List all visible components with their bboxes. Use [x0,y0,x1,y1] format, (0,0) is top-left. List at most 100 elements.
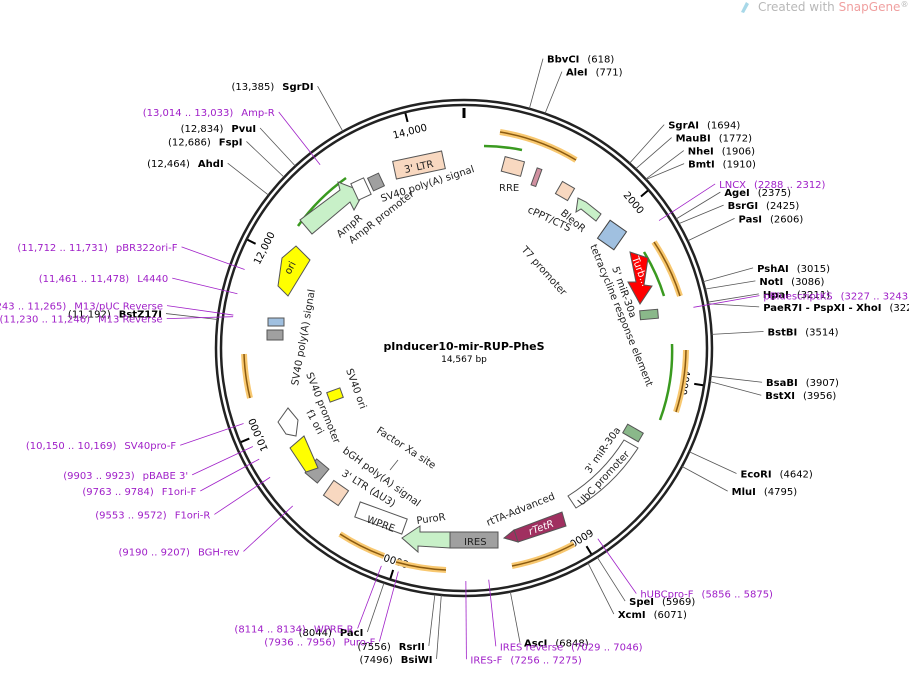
primer-name: IRES reverse [500,642,563,653]
enzyme-leader-line [675,191,721,220]
factor-xa-leader [389,459,399,471]
enzyme-name: NotI [759,277,783,288]
enzyme-site[interactable]: BstXI(3956) [709,381,837,403]
primer-label: (11,243 .. 11,265)M13/pUC Reverse [0,302,163,313]
primer-site[interactable]: (8114 .. 8134)WPRE-R [234,565,382,636]
enzyme-site[interactable]: BsrGI(2425) [678,201,800,225]
enzyme-position: (1694) [707,121,740,132]
enzyme-site[interactable]: PaeR7I - PspXI - XhoI(3226) [707,303,909,314]
enzyme-site[interactable]: (7556)RsrII [358,594,436,653]
enzyme-site[interactable]: AleI(771) [544,68,623,114]
enzyme-site[interactable]: MauBI(1772) [635,134,753,170]
primer-site[interactable]: (9903 .. 9923)pBABE 3' [63,446,254,482]
plasmid-name: pInducer10-mir-RUP-PheS [383,340,544,353]
watermark-mark: ® [900,0,908,9]
tick-label: 2000 [621,190,646,216]
enzyme-site[interactable]: XcmI(6071) [587,562,687,621]
primer-site[interactable]: (7936 .. 7956)Puro-F [264,571,399,649]
enzyme-label: NheI(1906) [688,147,755,158]
primer-name: Puro-F [344,638,376,649]
enzyme-label: MauBI(1772) [676,134,753,145]
primer-site[interactable]: pBluescriptKS(3227 .. 3243) [693,292,909,308]
enzyme-leader-line [689,451,737,474]
primer-site[interactable]: (9190 .. 9207)BGH-rev [119,505,293,558]
orange-arc-bottom-right-inner [511,543,575,567]
enzyme-site[interactable]: PasI (2606) [687,214,804,242]
primer-leader-line [357,565,382,629]
primer-site[interactable]: (11,243 .. 11,265)M13/pUC Reverse [0,302,234,316]
enzyme-position: (8044) [299,628,332,639]
primer-label: (11,712 .. 11,731)pBR322ori-F [17,243,177,254]
enzyme-site[interactable]: SpeI(5969) [596,556,695,608]
orange-arc-right1-inner [653,241,681,297]
primer-range: (13,014 .. 13,033) [143,108,234,119]
primer-site[interactable]: IRES-F(7256 .. 7275) [465,580,582,666]
enzyme-site[interactable]: (12,464)AhdI [147,159,269,196]
primer-site[interactable]: (9553 .. 9572)F1ori-R [95,476,271,521]
enzyme-site[interactable]: BbvCI(618) [528,55,614,109]
feature-f1-ori [289,435,319,473]
enzyme-name: FspI [219,137,243,148]
enzyme-site[interactable]: (7496)BsiWI [360,594,442,666]
feature-label-puror: PuroR [416,512,446,527]
primer-range: (11,230 .. 11,246) [0,315,90,326]
primer-site[interactable]: (10,150 .. 10,169)SV40pro-F [26,423,244,453]
enzyme-position: (1910) [723,160,756,171]
enzyme-site[interactable]: (11,192)BstZ17I [68,310,218,321]
enzyme-position: (2606) [770,214,803,225]
feature-ubc-promoter [567,439,639,509]
primer-site[interactable]: (11,712 .. 11,731)pBR322ori-F [17,243,245,270]
enzyme-site[interactable]: MluI(4795) [681,465,797,498]
enzyme-site[interactable]: PshAI(3015) [702,264,830,283]
primer-label: (8114 .. 8134)WPRE-R [234,625,353,636]
primer-name: pBABE 3' [143,471,189,482]
orange-arc-bottom-left-inner [339,533,385,557]
enzyme-label: BsaBI(3907) [766,378,839,389]
enzyme-position: (12,686) [168,137,211,148]
enzyme-site[interactable]: NheI(1906) [645,147,755,180]
primer-site[interactable]: (13,014 .. 13,033)Amp-R [143,108,321,165]
enzyme-site[interactable]: HpaI(3211) [707,290,830,303]
enzyme-site[interactable]: BsaBI(3907) [710,375,839,389]
feature-label-rre: RRE [499,183,519,194]
feature-puror [401,525,451,554]
tick-label: 14,000 [392,123,429,142]
enzyme-leader-line [678,204,724,225]
orange-arc-right1 [651,240,683,297]
primer-site[interactable]: LNCX(2288 .. 2312) [658,180,826,221]
enzyme-site[interactable]: (12,834)PvuI [181,124,296,167]
primer-label: IRES reverse(7029 .. 7046) [500,642,643,653]
enzyme-site[interactable]: NotI(3086) [704,277,825,290]
enzyme-name: PasI [739,214,762,225]
primer-site[interactable]: (11,461 .. 11,478)L4440 [39,274,238,295]
feature-label-sv40-promoter: SV40 promoter [303,371,342,446]
enzyme-site[interactable]: SgrAI (1694) [629,121,741,164]
tick-mark [240,437,250,443]
enzyme-site[interactable]: BstBI(3514) [711,327,839,338]
tick-mark [585,545,593,555]
orange-arc-bottom-inner [395,561,447,571]
primer-label: (7936 .. 7956)Puro-F [264,638,375,649]
primer-site[interactable]: (9763 .. 9784)F1ori-F [82,458,260,498]
green-arc-right2 [658,343,674,421]
enzyme-label: AleI(771) [566,68,623,79]
green-arc-left [296,176,347,227]
enzyme-name: SgrAI [668,121,699,132]
feature-ampr-promoter [350,177,372,201]
primer-range: (11,243 .. 11,265) [0,302,66,313]
enzyme-site[interactable]: (12,686) FspI [168,137,285,178]
primer-label: (9763 .. 9784)F1ori-F [82,487,196,498]
primer-name: LNCX [719,180,746,191]
enzyme-site[interactable]: AgeI(2375) [675,188,791,220]
primer-label: (13,014 .. 13,033)Amp-R [143,108,275,119]
enzyme-site[interactable]: (8044)PacI [299,582,385,639]
primer-site[interactable]: (11,230 .. 11,246)M13 Reverse [0,315,234,326]
primer-site[interactable]: hUBCpro-F(5856 .. 5875) [597,538,773,601]
enzyme-label: (7496)BsiWI [360,655,433,666]
enzyme-name: PshAI [757,264,789,275]
enzyme-site[interactable]: AscI(6848) [509,591,589,650]
enzyme-site[interactable]: (13,385)SgrDI [231,82,344,132]
enzyme-site[interactable]: EcoRI(4642) [689,451,813,481]
primer-site[interactable]: IRES reverse(7029 .. 7046) [488,579,643,654]
enzyme-site[interactable]: BmtI(1910) [645,160,756,180]
